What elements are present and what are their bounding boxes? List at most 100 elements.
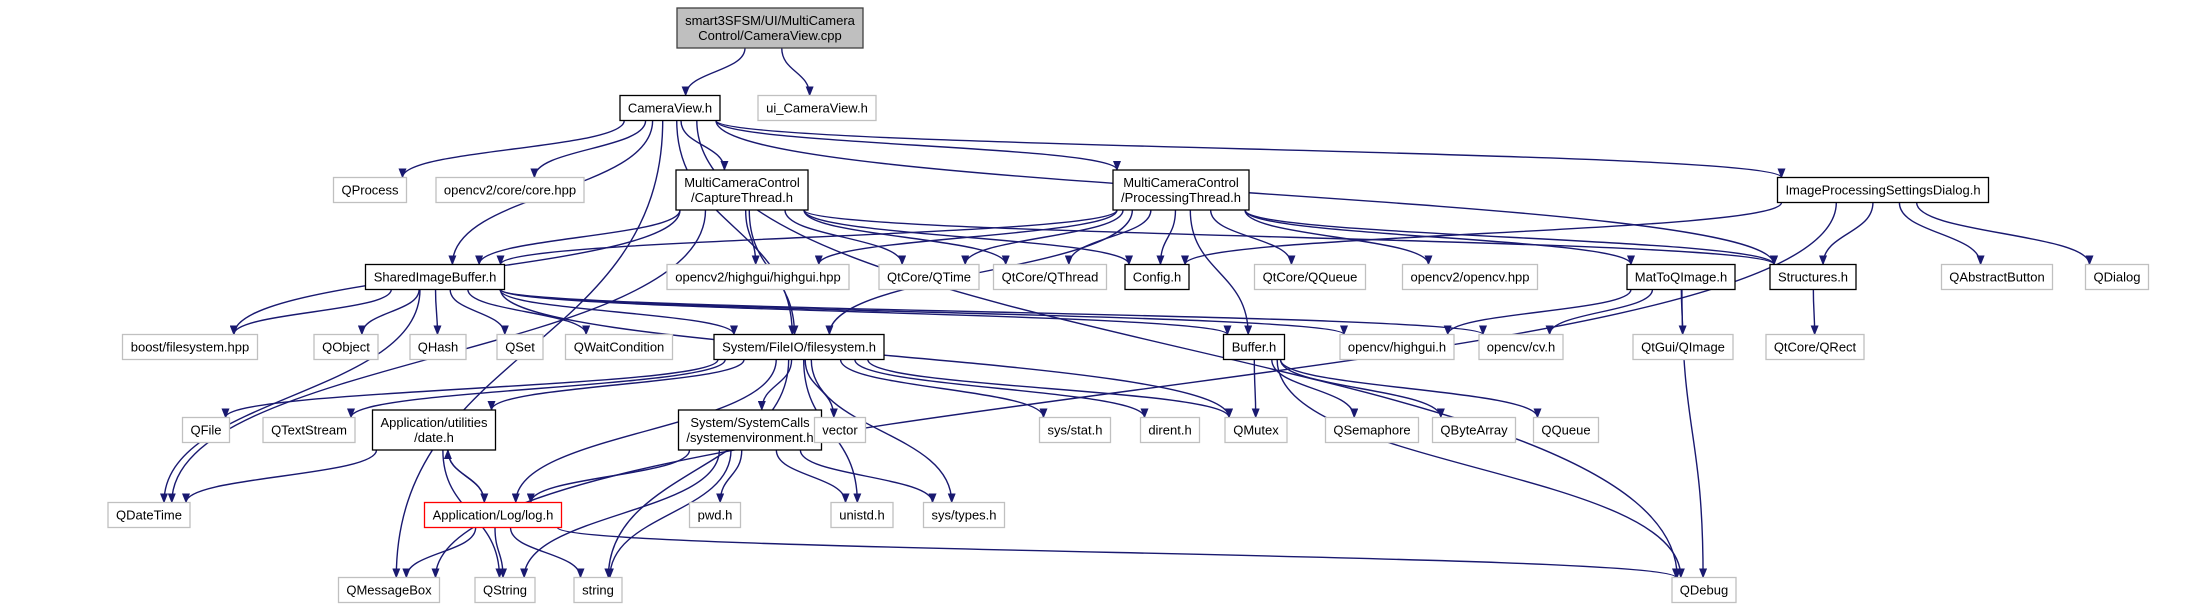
node-label: QSemaphore [1333, 423, 1410, 438]
node-qhash: QHash [409, 333, 467, 361]
node-sys-stat-h: sys/stat.h [1038, 416, 1112, 444]
node-label: QtCore/QThread [1002, 270, 1099, 285]
node-label: opencv2/highgui/highgui.hpp [675, 270, 841, 285]
edge-sharedimagebuffer-h-to-qwaitcondition [467, 289, 591, 336]
node-box [830, 501, 894, 529]
node-label: QMessageBox [346, 583, 432, 598]
node-sys-types-h: sys/types.h [922, 501, 1006, 529]
node-systemenvironment-h[interactable]: System/SystemCalls/systemenvironment.h [677, 409, 823, 451]
edge-buffer-h-to-qdebug [1276, 359, 1685, 579]
node-label: QtCore/QQueue [1263, 270, 1358, 285]
edge-filesystem-h-to-systemenvironment-h [757, 359, 793, 411]
node-ui-cameraview-h: ui_CameraView.h [757, 94, 877, 122]
node-label: Config.h [1133, 270, 1181, 285]
node-structures-h[interactable]: Structures.h [1769, 263, 1857, 291]
node-pwd-h: pwd.h [688, 501, 742, 529]
edge-filesystem-h-to-dirent-h [854, 359, 1149, 419]
node-label: SharedImageBuffer.h [374, 270, 497, 285]
edge-cameraview-h-to-opencv2-core-hpp [530, 120, 647, 179]
node-box [1776, 176, 1990, 204]
node-box [677, 409, 823, 451]
node-label: QMutex [1233, 423, 1279, 438]
node-qtcore-qtime: QtCore/QTime [878, 263, 980, 291]
node-qdialog: QDialog [2084, 263, 2150, 291]
node-qabstractbutton: QAbstractButton [1940, 263, 2054, 291]
node-label: System/FileIO/filesystem.h [722, 340, 876, 355]
node-label: QWaitCondition [574, 340, 665, 355]
node-label: Structures.h [1778, 270, 1848, 285]
node-date-h[interactable]: Application/utilities/date.h [371, 409, 497, 451]
edge-capturethread-h-to-qtcore-qtime [784, 209, 907, 266]
node-box [1038, 416, 1112, 444]
edge-capturethread-h-to-structures-h [803, 209, 1778, 266]
node-box [409, 333, 467, 361]
node-label: /systemenvironment.h [686, 430, 813, 445]
node-string: string [573, 576, 623, 604]
edge-processingthread-h-to-structures-h [1244, 209, 1778, 266]
node-label: opencv/cv.h [1487, 340, 1555, 355]
node-box [573, 576, 623, 604]
node-box [262, 416, 356, 444]
node-label: smart3SFSM/UI/MultiCamera [685, 13, 856, 28]
node-box [1401, 263, 1539, 291]
edge-buffer-h-to-qmutex [1251, 359, 1260, 419]
node-qstring: QString [474, 576, 536, 604]
node-sharedimagebuffer-h[interactable]: SharedImageBuffer.h [364, 263, 506, 291]
edge-imageprocsettings-h-to-qdialog [1915, 202, 2094, 266]
node-imageprocsettings-h[interactable]: ImageProcessingSettingsDialog.h [1776, 176, 1990, 204]
node-label: QtCore/QTime [887, 270, 971, 285]
edge-sharedimagebuffer-h-to-opencv-cv-h [499, 288, 1487, 336]
nodes-layer: smart3SFSM/UI/MultiCameraControl/CameraV… [107, 7, 2150, 604]
node-box [474, 576, 536, 604]
node-buffer-h[interactable]: Buffer.h [1222, 333, 1286, 361]
node-box [1112, 169, 1250, 211]
node-box [181, 416, 231, 444]
node-capturethread-h[interactable]: MultiCameraControl/CaptureThread.h [675, 169, 809, 211]
node-label: MultiCameraControl [1123, 175, 1239, 190]
edge-systemenvironment-h-to-qstring [520, 449, 721, 579]
node-label: sys/stat.h [1048, 423, 1103, 438]
node-qset: QSet [496, 333, 544, 361]
node-qbytearray: QByteArray [1431, 416, 1517, 444]
node-unistd-h: unistd.h [830, 501, 894, 529]
edge-capturethread-h-to-qtcore-qthread [803, 209, 1010, 266]
node-box [2084, 263, 2150, 291]
node-box [496, 333, 544, 361]
edge-cameraview-h-to-qprocess [398, 120, 625, 179]
node-config-h[interactable]: Config.h [1124, 263, 1190, 291]
node-box [313, 333, 379, 361]
edge-filesystem-h-to-string [604, 359, 790, 579]
node-root[interactable]: smart3SFSM/UI/MultiCameraControl/CameraV… [676, 7, 864, 49]
node-label: dirent.h [1148, 423, 1191, 438]
edge-processingthread-h-to-qtcore-qqueue [1209, 209, 1296, 266]
node-cameraview-h[interactable]: CameraView.h [619, 94, 721, 122]
node-qqueue: QQueue [1532, 416, 1600, 444]
node-box [1769, 263, 1857, 291]
node-label: QDateTime [116, 508, 182, 523]
edge-cameraview-h-to-imageprocsettings-h [715, 119, 1786, 179]
edge-sharedimagebuffer-h-to-qdatetime [160, 289, 421, 504]
node-label: QHash [418, 340, 458, 355]
node-mattoqimage-h[interactable]: MatToQImage.h [1626, 263, 1736, 291]
node-log-h[interactable]: Application/Log/log.h [423, 501, 563, 529]
node-box [1478, 333, 1564, 361]
node-processingthread-h[interactable]: MultiCameraControl/ProcessingThread.h [1112, 169, 1250, 211]
node-boost-filesystem-hpp: boost/filesystem.hpp [121, 333, 259, 361]
edge-capturethread-h-to-opencv2-highgui-hpp [744, 209, 760, 266]
edge-systemenvironment-h-to-sys-types-h [799, 449, 937, 504]
node-label: QDebug [1680, 583, 1728, 598]
node-vector: vector [813, 416, 867, 444]
node-opencv2-core-hpp: opencv2/core/core.hpp [435, 176, 585, 204]
node-label: /CaptureThread.h [691, 190, 793, 205]
edge-processingthread-h-to-buffer-h [1189, 209, 1253, 336]
edge-imageprocsettings-h-to-structures-h [1819, 202, 1874, 266]
edge-buffer-h-to-qsemaphore [1271, 359, 1359, 419]
edge-buffer-h-to-qbytearray [1279, 359, 1445, 419]
node-qmutex: QMutex [1224, 416, 1288, 444]
edge-log-h-to-qstring [494, 527, 507, 579]
edge-root-to-cameraview-h [681, 47, 746, 97]
node-box [1632, 333, 1734, 361]
node-filesystem-h[interactable]: System/FileIO/filesystem.h [713, 333, 885, 361]
edge-cameraview-h-to-processingthread-h [715, 120, 1121, 171]
